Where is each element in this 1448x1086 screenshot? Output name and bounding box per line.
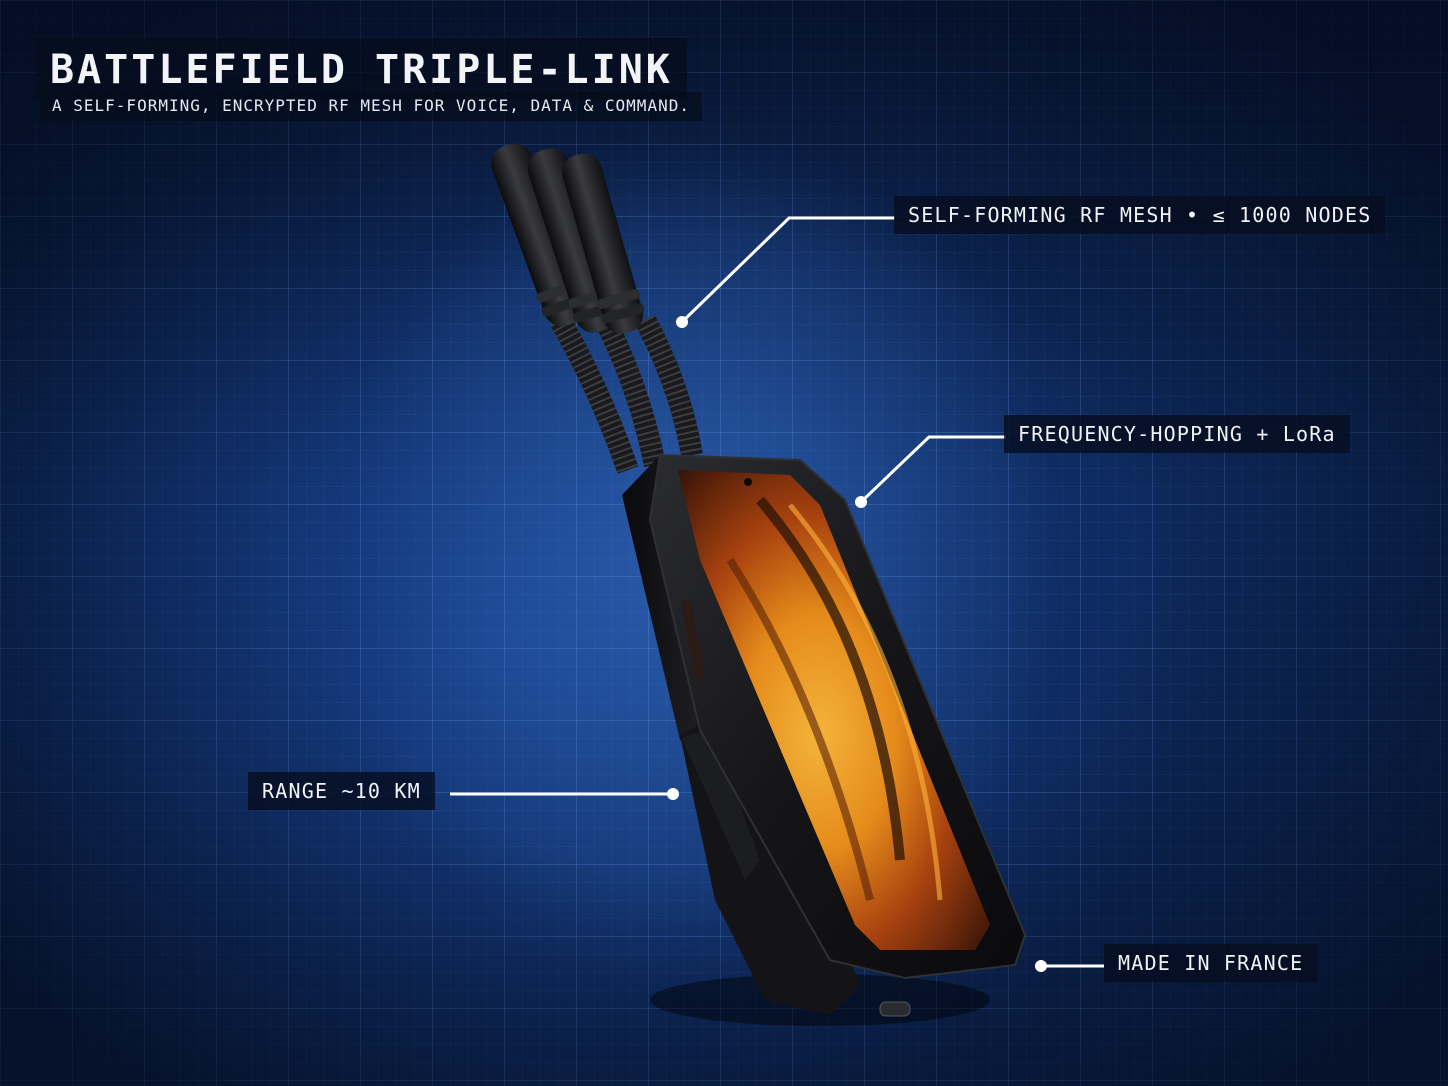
page-subtitle: A SELF-FORMING, ENCRYPTED RF MESH FOR VO… (52, 96, 690, 115)
title-box: BATTLEFIELD TRIPLE-LINK (36, 38, 687, 100)
origin-callout-dot (1035, 960, 1047, 972)
callout-frequency: FREQUENCY-HOPPING + LoRa (1004, 415, 1350, 453)
page-title: BATTLEFIELD TRIPLE-LINK (50, 47, 673, 93)
callout-mesh: SELF-FORMING RF MESH • ≤ 1000 NODES (894, 196, 1386, 234)
callout-range: RANGE ~10 KM (248, 772, 435, 810)
antenna-cluster-icon (491, 143, 703, 474)
callout-origin: MADE IN FRANCE (1104, 944, 1318, 982)
range-callout-dot (667, 788, 679, 800)
mesh-callout-dot (676, 316, 688, 328)
subtitle-box: A SELF-FORMING, ENCRYPTED RF MESH FOR VO… (40, 92, 702, 121)
frequency-callout-dot (855, 496, 867, 508)
